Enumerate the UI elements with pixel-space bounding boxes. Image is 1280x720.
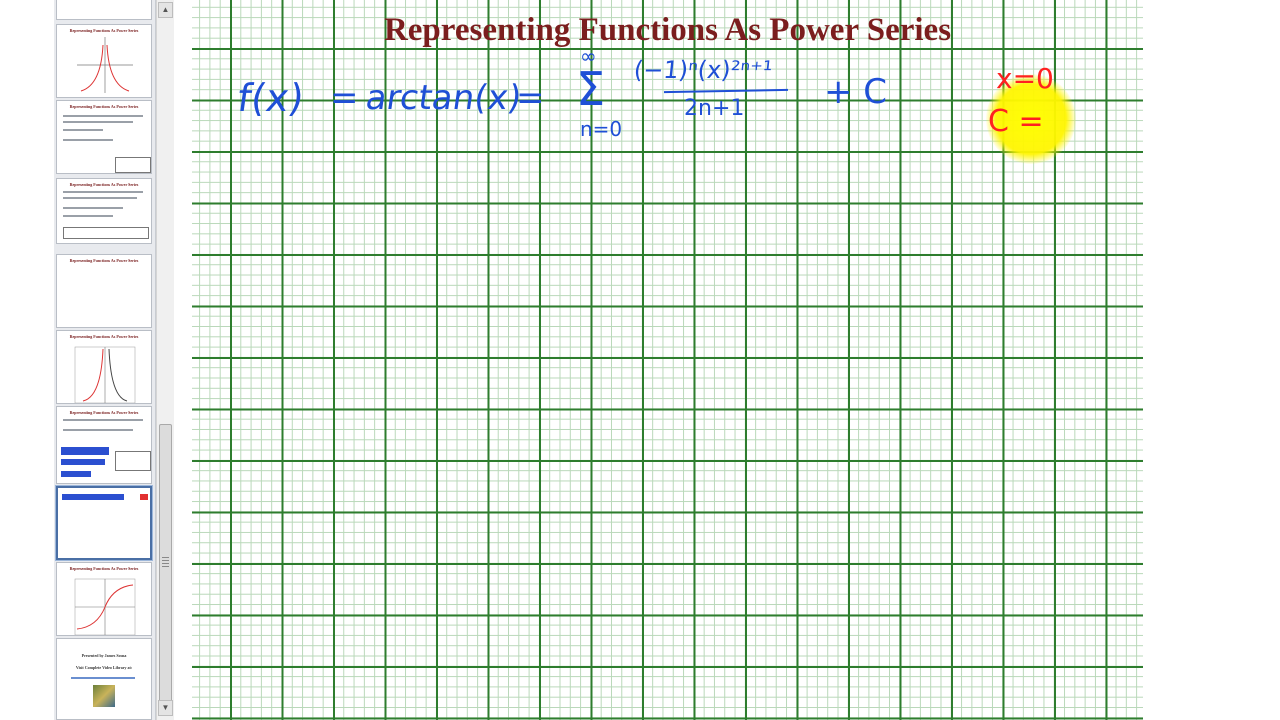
slide-thumbnail-credits[interactable]: Presented by James Sousa Visit Complete … bbox=[56, 638, 152, 720]
annotation-c-value: C = bbox=[988, 104, 1044, 139]
equation-function: arctan(x) bbox=[363, 78, 524, 118]
right-blank-area bbox=[1143, 0, 1280, 720]
thumbnail-title: Representing Functions As Power Series bbox=[69, 334, 139, 339]
cursor-highlight bbox=[986, 74, 1076, 164]
sum-upper-limit: ∞ bbox=[580, 44, 597, 68]
fraction-numerator: (−1)ⁿ(x)²ⁿ⁺¹ bbox=[632, 56, 774, 84]
thumbnail-title: Representing Functions As Power Series bbox=[69, 258, 139, 263]
slide-title: Representing Functions As Power Series bbox=[383, 12, 952, 48]
equation-equals-1: = bbox=[330, 78, 359, 118]
annotation-x-value: x=0 bbox=[996, 62, 1054, 95]
credits-line-2: Visit Complete Video Library at: bbox=[75, 665, 133, 670]
fraction-denominator: 2n+1 bbox=[684, 96, 745, 121]
thumbnail-title: Representing Functions As Power Series bbox=[69, 28, 139, 33]
slide-thumbnail-8[interactable]: Representing Functions As Power Series bbox=[56, 562, 152, 636]
thumbnail-title: Representing Functions As Power Series bbox=[69, 410, 139, 415]
sum-lower-limit: n=0 bbox=[580, 117, 623, 141]
thumbnail-graph-icon bbox=[74, 346, 136, 403]
scroll-down-button[interactable]: ▼ bbox=[158, 700, 173, 716]
thumbnail-graph-icon bbox=[77, 37, 133, 93]
thumbnail-graph-icon bbox=[74, 578, 136, 635]
thumbnail-title: Representing Functions As Power Series bbox=[69, 566, 139, 571]
credits-line-1: Presented by James Sousa bbox=[81, 653, 127, 658]
slide-thumbnail-2[interactable]: Representing Functions As Power Series bbox=[56, 100, 152, 174]
slide-thumbnail-panel[interactable]: Representing Functions As Power Series R… bbox=[54, 0, 156, 720]
left-margin bbox=[0, 0, 54, 720]
slide-thumbnail-4[interactable]: Representing Functions As Power Series bbox=[56, 254, 152, 328]
graph-paper-grid[interactable] bbox=[192, 0, 1143, 720]
equation-equals-2: = bbox=[516, 78, 545, 118]
equation-constant: + C bbox=[824, 72, 888, 112]
slide-thumbnail-1[interactable]: Representing Functions As Power Series bbox=[56, 24, 152, 98]
slide-thumbnail-6[interactable]: Representing Functions As Power Series bbox=[56, 406, 152, 484]
equation-lhs: f(x) bbox=[234, 76, 307, 120]
scrollbar-thumb[interactable] bbox=[159, 424, 172, 702]
slide-thumbnail-3[interactable]: Representing Functions As Power Series bbox=[56, 178, 152, 244]
logo-icon bbox=[93, 685, 115, 707]
scroll-grip-icon bbox=[162, 557, 169, 567]
slide-thumbnail-current[interactable] bbox=[56, 486, 152, 560]
summation-icon: Σ bbox=[576, 62, 606, 116]
slide-thumbnail-5[interactable]: Representing Functions As Power Series bbox=[56, 330, 152, 404]
thumbnail-title: Representing Functions As Power Series bbox=[69, 104, 139, 109]
slide-thumbnail-0[interactable] bbox=[56, 0, 152, 20]
thumbnail-title: Representing Functions As Power Series bbox=[69, 182, 139, 187]
scroll-up-button[interactable]: ▲ bbox=[158, 2, 173, 18]
thumbnail-scrollbar[interactable]: ▲ ▼ bbox=[156, 0, 174, 720]
